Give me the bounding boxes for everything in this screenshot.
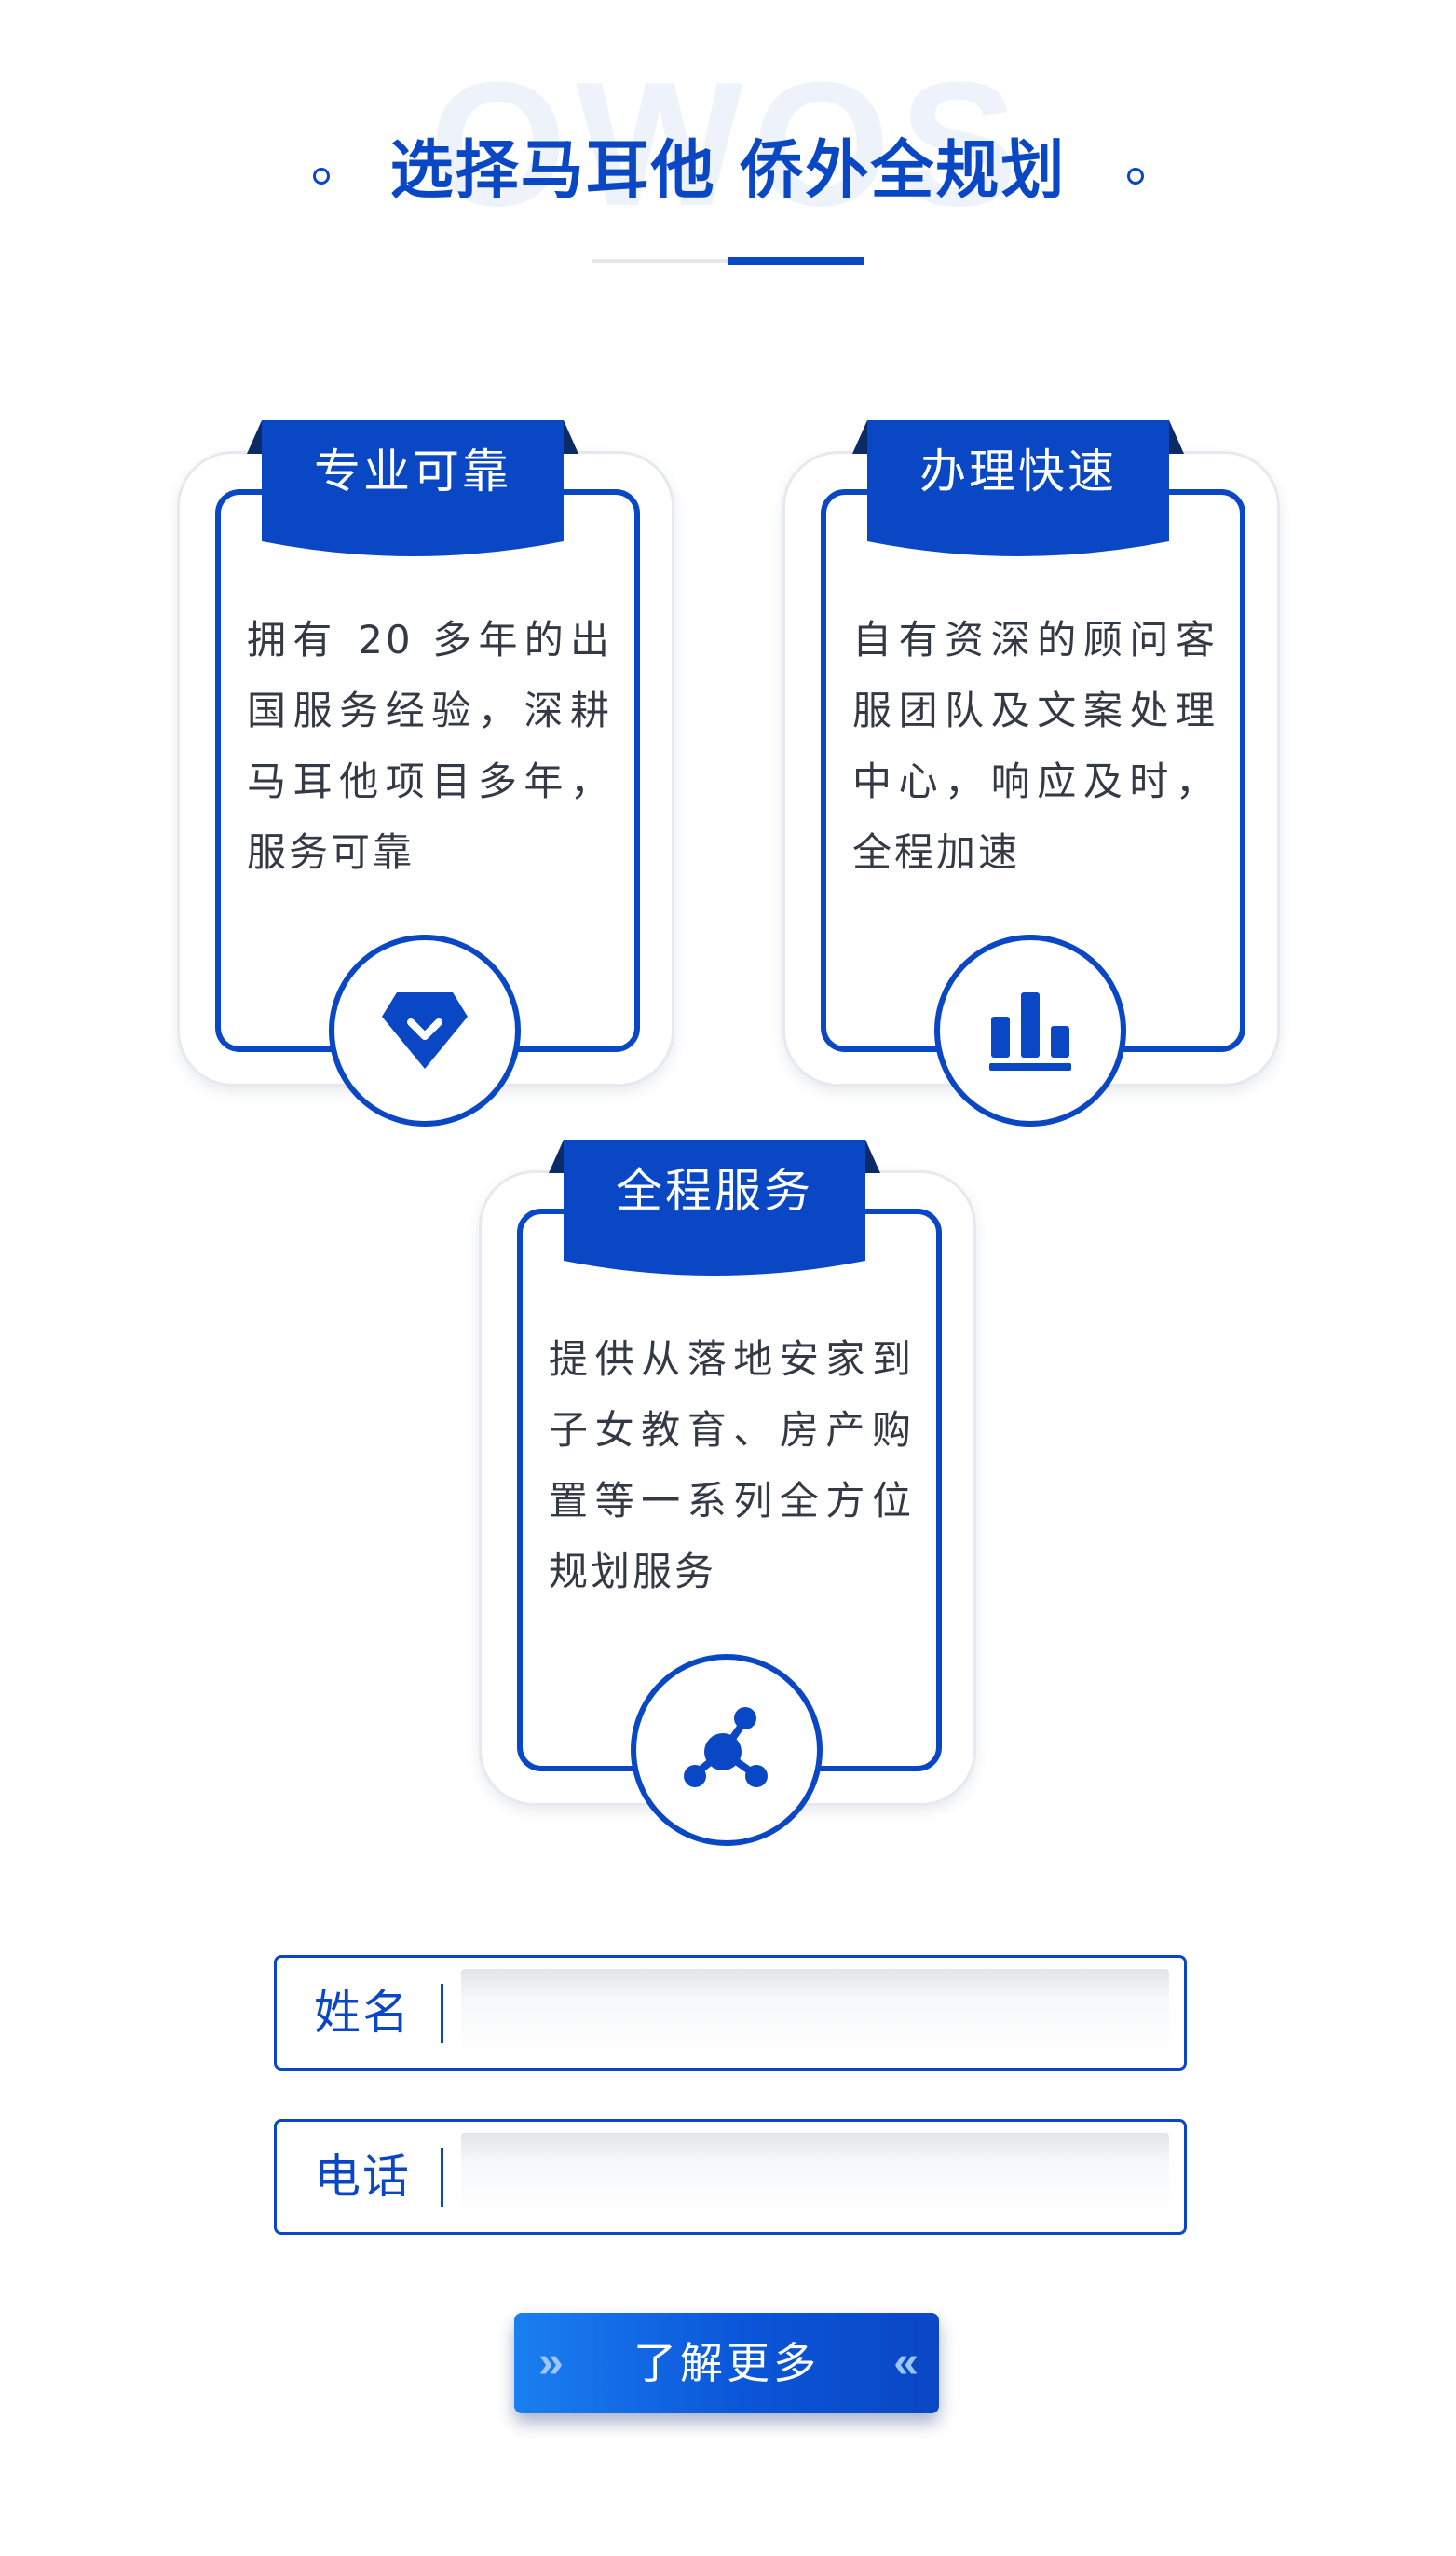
field-separator [441,2148,443,2207]
learn-more-label: 了解更多 [633,2339,820,2387]
double-chevron-right-icon: » [538,2338,564,2387]
learn-more-button[interactable]: » 了解更多 « [514,2313,939,2413]
feature-card-reliable: 专业可靠 拥有 20 多年的出国服务经验，深耕马耳他项目多年，服务可靠 [177,420,674,1127]
card-description: 自有资深的顾问客服团队及文案处理中心，响应及时，全程加速 [852,617,1218,875]
diamond-icon [382,992,468,1069]
header-watermark: OWOS [429,46,1027,243]
bar-chart-icon [989,992,1071,1071]
title-underline-grey [592,259,728,263]
card-title-ribbon [247,420,578,556]
field-separator [441,1984,443,2043]
card-icon-badge [329,935,521,1127]
feature-card-fast: 办理快速 自有资深的顾问客服团队及文案处理中心，响应及时，全程加速 [782,420,1280,1127]
phone-field: 电话 [274,2119,1187,2235]
page-title: 选择马耳他 侨外全规划 [389,134,1067,208]
phone-input[interactable] [461,2133,1169,2221]
name-input[interactable] [461,1969,1169,2057]
name-label: 姓名 [314,1986,411,2040]
name-field: 姓名 [274,1955,1187,2071]
phone-label: 电话 [314,2150,411,2204]
title-underline-blue [728,257,864,265]
title-right-dot [1127,168,1144,185]
card-title: 办理快速 [919,444,1117,499]
network-icon [684,1707,768,1787]
card-icon-badge [631,1654,823,1846]
card-title: 全程服务 [616,1164,813,1218]
double-chevron-left-icon: « [893,2338,919,2387]
title-left-dot [313,168,330,185]
card-description: 拥有 20 多年的出国服务经验，深耕马耳他项目多年，服务可靠 [247,617,612,875]
card-icon-badge [934,935,1126,1127]
feature-card-full-service: 全程服务 提供从落地安家到子女教育、房产购置等一系列全方位规划服务 [479,1140,976,1846]
card-title: 专业可靠 [314,444,511,499]
card-title-ribbon [852,420,1184,556]
card-description: 提供从落地安家到子女教育、房产购置等一系列全方位规划服务 [549,1336,914,1594]
card-title-ribbon [549,1140,880,1276]
